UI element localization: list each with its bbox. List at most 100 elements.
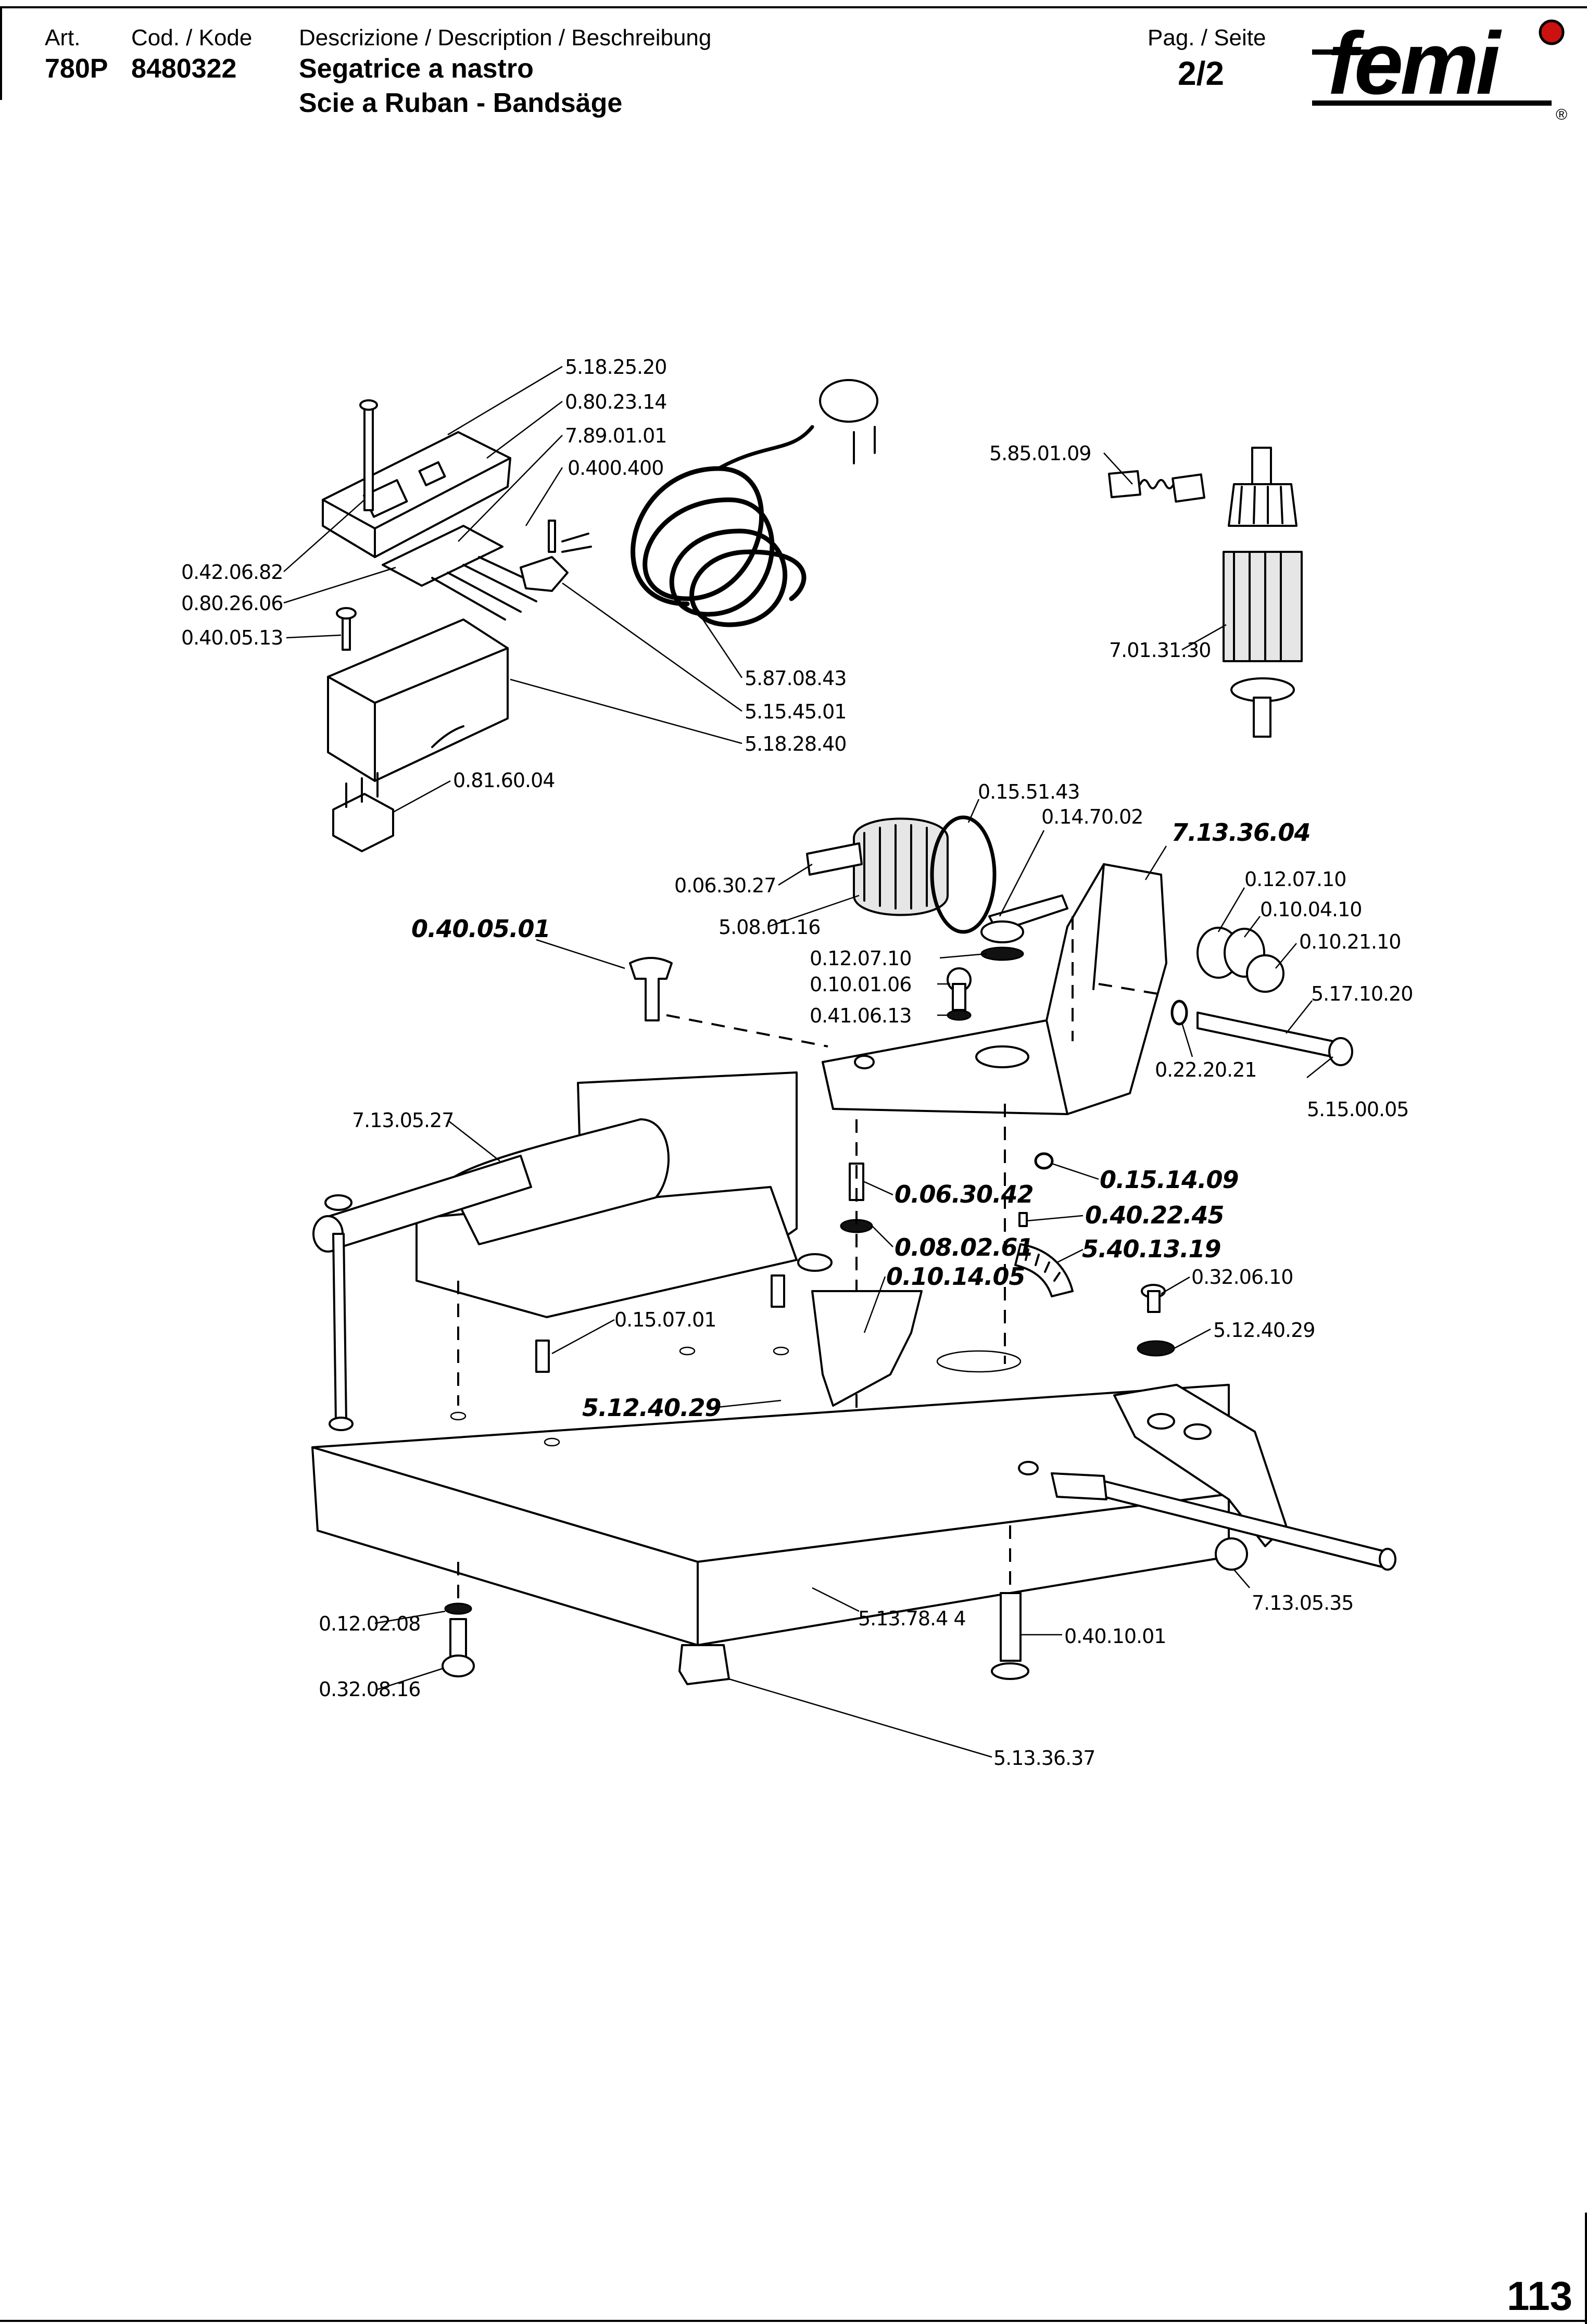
pivot-ring — [1170, 1000, 1188, 1026]
leader — [486, 401, 563, 459]
leader — [863, 1276, 886, 1333]
leader — [536, 939, 625, 969]
pivot-shaft-end — [1328, 1037, 1353, 1066]
leader — [1181, 1022, 1193, 1057]
table-slot — [936, 1350, 1022, 1373]
base-bolt-head — [991, 1662, 1029, 1680]
guide-arm-group — [629, 815, 1167, 1115]
armature-shaft-bottom — [1253, 697, 1271, 738]
terminal-wires — [431, 556, 553, 621]
leader — [283, 499, 365, 572]
table-cutout — [811, 1290, 923, 1407]
part-label-0-80-23-14: 0.80.23.14 — [565, 390, 666, 413]
lever-knob — [980, 920, 1024, 943]
part-label-0-10-04-10: 0.10.04.10 — [1260, 898, 1362, 921]
leader — [1051, 1163, 1099, 1180]
leader — [283, 566, 396, 604]
spring-ring — [930, 815, 997, 934]
leader — [812, 1587, 860, 1612]
angle-scale-ticks — [1025, 1248, 1061, 1282]
leader — [967, 799, 980, 823]
logo-red-dot — [1539, 19, 1565, 45]
armature-core — [1223, 551, 1303, 662]
part-label-0-15-07-01: 0.15.07.01 — [614, 1308, 716, 1331]
part-label-5-87-08-43: 5.87.08.43 — [745, 667, 846, 690]
footer-right-rule — [1585, 2213, 1587, 2324]
page-value: 2/2 — [1178, 55, 1224, 92]
feed-arm-group — [1018, 1384, 1396, 1571]
part-label-0-400-400: 0.400.400 — [568, 457, 663, 479]
spring-clip — [1034, 1152, 1054, 1170]
description-label: Descrizione / Description / Beschreibung — [299, 25, 712, 50]
armature-shaft-top — [1251, 447, 1272, 485]
part-label-0-32-08-16: 0.32.08.16 — [319, 1678, 420, 1701]
part-label-5-12-40-29-b: 5.12.40.29 — [1213, 1319, 1315, 1342]
vise-jaw — [447, 1118, 670, 1245]
code-label: Cod. / Kode — [131, 25, 253, 50]
leader — [1275, 943, 1297, 969]
logo-wordmark: femi — [1328, 16, 1502, 113]
table-hole-a — [450, 1411, 467, 1421]
leader — [691, 603, 743, 678]
guide-arm-body — [822, 863, 1167, 1115]
table-hole-b — [544, 1437, 560, 1447]
pivot-centerline — [1072, 916, 1162, 1041]
header-left-rule — [0, 6, 2, 100]
leader — [286, 634, 342, 639]
feed-pin — [1018, 1461, 1039, 1475]
arm-hole — [854, 1055, 875, 1069]
part-label-5-17-10-20: 5.17.10.20 — [1311, 982, 1413, 1005]
part-label-0-06-30-42: 0.06.30.42 — [895, 1180, 1033, 1208]
part-label-5-85-01-09: 5.85.01.09 — [989, 442, 1091, 465]
armature-windings — [1233, 551, 1282, 662]
leader — [447, 1120, 500, 1161]
femi-logo: femi ® — [1307, 14, 1578, 125]
screw-top — [363, 405, 374, 511]
part-label-0-42-06-82: 0.42.06.82 — [181, 561, 283, 584]
leader — [458, 435, 563, 542]
screw-side-head — [336, 607, 357, 620]
brush-spring — [1139, 479, 1175, 489]
part-label-0-12-07-10-b: 0.12.07.10 — [810, 947, 911, 970]
hex-screw-body — [1147, 1290, 1161, 1313]
carbon-brush-holder — [1108, 470, 1141, 498]
header-top-rule — [0, 6, 1587, 8]
part-label-0-12-02-08: 0.12.02.08 — [319, 1612, 420, 1635]
page-label: Pag. / Seite — [1148, 25, 1266, 50]
motor-armature-group — [1108, 447, 1303, 738]
part-label-0-10-01-06: 0.10.01.06 — [810, 973, 911, 996]
leader — [728, 1678, 992, 1758]
part-label-0-10-21-10: 0.10.21.10 — [1299, 930, 1401, 953]
leader — [1161, 1276, 1190, 1295]
part-label-5-13-36-37: 5.13.36.37 — [993, 1747, 1095, 1770]
spring-pin — [806, 842, 863, 876]
set-washer — [1137, 1340, 1175, 1357]
part-label-7-13-36-04: 7.13.36.04 — [1172, 818, 1310, 847]
spring-turns — [863, 824, 928, 910]
power-cable-group — [520, 379, 878, 627]
part-label-0-10-14-05: 0.10.14.05 — [886, 1262, 1025, 1291]
feed-threaded-part — [1051, 1472, 1107, 1500]
leader — [562, 582, 742, 712]
part-label-5-40-13-19: 5.40.13.19 — [1082, 1235, 1220, 1263]
leader — [999, 830, 1045, 917]
page-number: 113 — [1507, 2273, 1572, 2319]
art-value: 780P — [45, 54, 108, 84]
leader — [525, 467, 563, 526]
table-hole-d — [773, 1346, 789, 1356]
pivot-shaft — [1196, 1012, 1334, 1058]
spring-coil — [853, 817, 949, 916]
foot-washer — [444, 1602, 472, 1615]
lever-washer — [980, 946, 1024, 961]
switch-housing-edges — [327, 647, 509, 782]
part-label-0-15-14-09: 0.15.14.09 — [1100, 1166, 1238, 1194]
cable-wire-ends — [561, 533, 592, 553]
switch-box-group — [322, 399, 553, 852]
part-label-0-12-07-10-a: 0.12.07.10 — [1244, 868, 1346, 891]
part-label-0-40-05-01: 0.40.05.01 — [411, 915, 550, 943]
switch-housing — [327, 618, 509, 782]
part-label-5-12-40-29-a: 5.12.40.29 — [582, 1394, 721, 1422]
terminal-block — [382, 525, 503, 587]
